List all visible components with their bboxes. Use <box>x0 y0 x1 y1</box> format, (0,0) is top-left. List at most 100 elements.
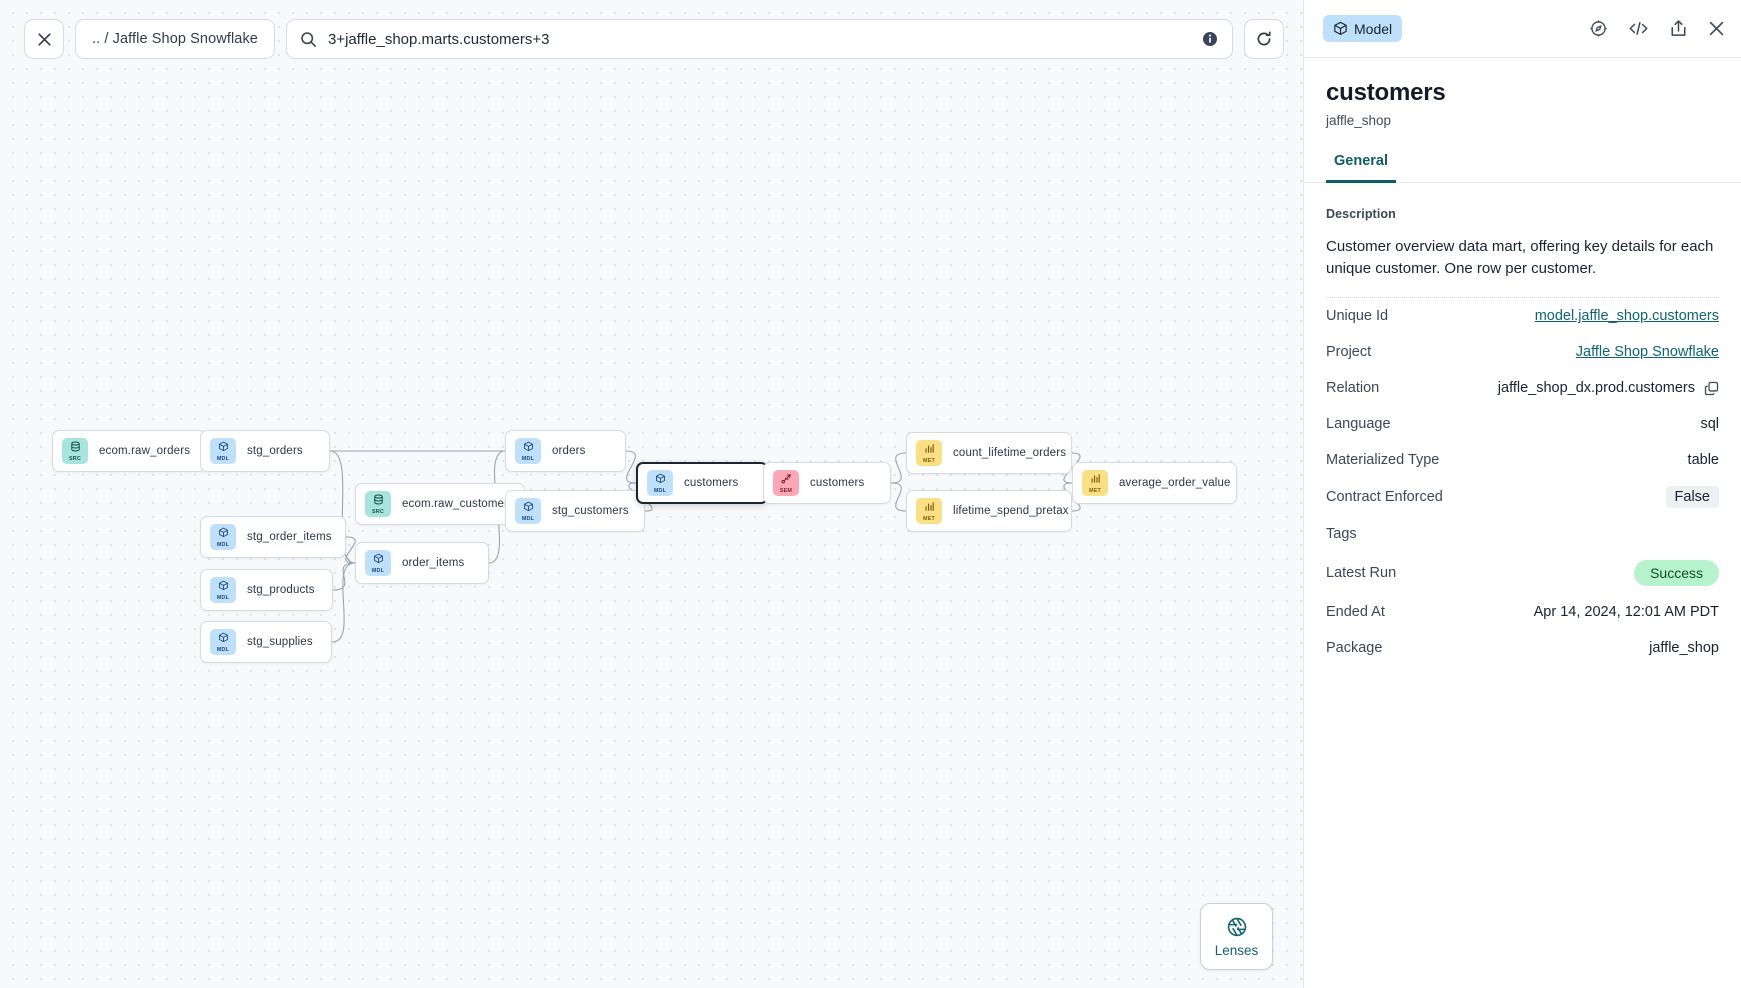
node-badge-mdl: MDL <box>210 524 236 550</box>
status-badge: Success <box>1634 560 1719 587</box>
detail-row-latest-run: Latest Run Success <box>1326 552 1719 594</box>
code-icon[interactable] <box>1628 19 1649 38</box>
node-badge-mdl: MDL <box>515 498 541 524</box>
breadcrumb-label: .. / Jaffle Shop Snowflake <box>92 31 258 47</box>
detail-key: Project <box>1326 344 1372 361</box>
lenses-button[interactable]: Lenses <box>1200 903 1273 970</box>
node-label: ecom.raw_customers <box>402 498 514 510</box>
page-title: customers <box>1326 79 1446 106</box>
node-badge-met: MET <box>916 498 942 524</box>
share-icon[interactable] <box>1669 19 1688 38</box>
panel-header-actions <box>1589 19 1725 38</box>
detail-key: Language <box>1326 416 1391 433</box>
node-badge-sem: SEM <box>773 470 799 496</box>
section-divider <box>1326 297 1719 299</box>
detail-row-unique-id: Unique Id model.jaffle_shop.customers <box>1326 298 1719 334</box>
lineage-search-box[interactable] <box>285 19 1233 59</box>
node-type-label: Model <box>1354 20 1393 37</box>
compass-icon[interactable] <box>1589 19 1608 38</box>
graph-node-ecom-raw-customers[interactable]: SRC ecom.raw_customers <box>355 483 525 525</box>
detail-key: Tags <box>1326 526 1357 543</box>
cube-icon <box>1334 21 1347 35</box>
node-badge-met: MET <box>916 440 942 466</box>
node-label: stg_order_items <box>247 531 332 543</box>
panel-title-block: customers jaffle_shop <box>1304 58 1741 128</box>
node-badge-mdl: MDL <box>365 550 391 576</box>
detail-row-package: Package jaffle_shop <box>1326 630 1719 666</box>
close-icon <box>37 32 51 46</box>
node-badge-mdl: MDL <box>647 470 673 496</box>
copy-icon[interactable] <box>1704 381 1719 396</box>
panel-body: Description Customer overview data mart,… <box>1304 183 1741 988</box>
node-badge-mdl: MDL <box>210 577 236 603</box>
graph-node-customers[interactable]: SEM customers <box>763 462 891 504</box>
graph-node-average-order-value[interactable]: MET average_order_value <box>1072 462 1237 504</box>
detail-key: Contract Enforced <box>1326 489 1443 506</box>
detail-key: Ended At <box>1326 604 1385 621</box>
canvas-toolbar: .. / Jaffle Shop Snowflake <box>24 19 1284 59</box>
detail-key: Package <box>1326 640 1383 657</box>
description-text: Customer overview data mart, offering ke… <box>1326 238 1714 278</box>
detail-value[interactable]: model.jaffle_shop.customers <box>1534 308 1719 325</box>
node-badge-mdl: MDL <box>210 438 236 464</box>
node-label: stg_customers <box>552 505 629 517</box>
detail-row-tags: Tags <box>1326 516 1719 552</box>
detail-row-contract-enforced: Contract Enforced False <box>1326 478 1719 516</box>
detail-value: False <box>1665 486 1719 509</box>
graph-node-order-items[interactable]: MDL order_items <box>355 542 489 584</box>
graph-node-stg-order-items[interactable]: MDL stg_order_items <box>200 516 346 558</box>
detail-value: sql <box>1700 416 1719 433</box>
page-subtitle: jaffle_shop <box>1326 113 1392 128</box>
node-label: customers <box>810 477 865 489</box>
node-label: orders <box>552 445 586 457</box>
description-label: Description <box>1326 207 1396 221</box>
tab-general[interactable]: General <box>1326 153 1396 183</box>
info-icon[interactable] <box>1202 31 1218 47</box>
node-label: average_order_value <box>1119 477 1231 489</box>
detail-row-language: Language sql <box>1326 406 1719 442</box>
node-label: order_items <box>402 557 465 569</box>
detail-value: jaffle_shop <box>1649 640 1719 657</box>
graph-node-count-lifetime-orders[interactable]: MET count_lifetime_orders <box>906 432 1072 474</box>
node-badge-src: SRC <box>62 438 88 464</box>
lineage-canvas[interactable]: .. / Jaffle Shop Snowflake <box>0 0 1303 988</box>
detail-key: Latest Run <box>1326 565 1397 582</box>
graph-node-ecom-raw-orders[interactable]: SRC ecom.raw_orders <box>52 430 206 472</box>
node-badge-met: MET <box>1082 470 1108 496</box>
node-badge-mdl: MDL <box>515 438 541 464</box>
graph-node-stg-customers[interactable]: MDL stg_customers <box>505 490 645 532</box>
node-label: stg_supplies <box>247 636 313 648</box>
refresh-button[interactable] <box>1243 19 1284 59</box>
detail-key: Unique Id <box>1326 308 1389 325</box>
graph-node-customers[interactable]: MDL customers <box>636 462 768 504</box>
detail-value: table <box>1687 452 1719 469</box>
node-label: count_lifetime_orders <box>953 447 1067 459</box>
details-panel: Model <box>1303 0 1741 988</box>
node-label: customers <box>684 477 739 489</box>
relation-value[interactable]: jaffle_shop_dx.prod.customers <box>1497 380 1695 397</box>
search-input[interactable] <box>327 30 1191 48</box>
search-icon <box>300 31 317 48</box>
graph-node-orders[interactable]: MDL orders <box>505 430 626 472</box>
refresh-icon <box>1257 31 1271 46</box>
node-badge-src: SRC <box>365 491 391 517</box>
node-badge-mdl: MDL <box>210 629 236 655</box>
panel-tabs: General <box>1304 153 1741 183</box>
close-lineage-button[interactable] <box>24 19 64 59</box>
detail-value[interactable]: Jaffle Shop Snowflake <box>1575 344 1719 361</box>
breadcrumb[interactable]: .. / Jaffle Shop Snowflake <box>75 19 275 59</box>
lenses-label: Lenses <box>1214 942 1259 958</box>
node-label: ecom.raw_orders <box>99 445 191 457</box>
graph-node-stg-supplies[interactable]: MDL stg_supplies <box>200 621 332 663</box>
detail-value[interactable]: jaffle_shop_dx.prod.customers <box>1498 380 1719 396</box>
close-panel-icon[interactable] <box>1708 20 1725 37</box>
